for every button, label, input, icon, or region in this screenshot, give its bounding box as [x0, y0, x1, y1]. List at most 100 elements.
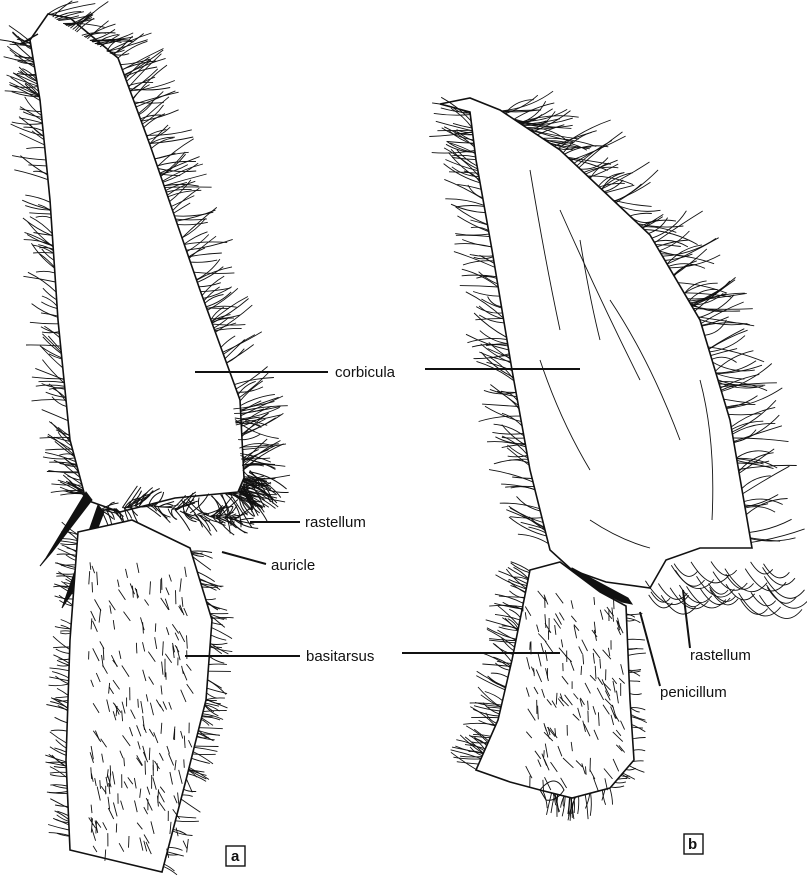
hair-stroke — [55, 717, 68, 723]
hair-stroke — [42, 410, 68, 421]
rastellum-b-bristles — [645, 562, 807, 619]
hair-stroke — [42, 332, 59, 333]
hair-stroke — [50, 772, 67, 773]
hair-stroke — [207, 693, 217, 698]
hair-stroke — [41, 302, 57, 309]
hair-stroke — [194, 272, 235, 273]
hair-stroke — [61, 541, 77, 544]
hair-stroke — [689, 293, 747, 301]
hair-stroke — [55, 805, 68, 806]
hair-stroke — [28, 165, 46, 166]
hair-stroke — [632, 727, 643, 728]
hair-stroke — [49, 684, 69, 686]
hair-stroke — [234, 378, 274, 385]
hair-stroke — [54, 767, 66, 768]
hair-stroke — [473, 292, 500, 297]
hair-stroke — [460, 756, 482, 757]
hair-stroke — [57, 688, 68, 695]
hair-stroke — [544, 750, 545, 757]
label-auricle: auricle — [271, 557, 315, 574]
hair-stroke — [462, 269, 498, 287]
hair-stroke — [30, 322, 59, 324]
hair-stroke — [743, 466, 790, 494]
hair-stroke — [43, 288, 57, 300]
hair-stroke — [627, 639, 645, 640]
hair-stroke — [460, 286, 498, 287]
hair-stroke — [20, 109, 42, 112]
hair-stroke — [498, 606, 519, 626]
hair-stroke — [175, 821, 199, 822]
hair-stroke — [60, 633, 70, 634]
hair-stroke — [449, 172, 478, 173]
hair-stroke — [193, 754, 216, 755]
hair-stroke — [50, 799, 68, 808]
hair-stroke — [759, 595, 802, 618]
hair-stroke — [184, 789, 197, 791]
hair-stroke — [23, 127, 43, 131]
hair-stroke — [32, 400, 67, 401]
hair-stroke — [145, 761, 146, 775]
hair-stroke — [710, 590, 738, 605]
hair-stroke — [52, 397, 67, 407]
hair-stroke — [57, 665, 69, 666]
hair-stroke — [496, 575, 527, 589]
hair-stroke — [489, 470, 533, 482]
hair-stroke — [26, 345, 61, 346]
hair-stroke — [581, 666, 582, 675]
hair-stroke — [470, 254, 493, 256]
label-corbicula: corbicula — [335, 364, 396, 381]
hair-stroke — [149, 748, 150, 760]
hair-stroke — [498, 571, 527, 584]
hair-stroke — [563, 796, 564, 806]
hair-stroke — [12, 156, 46, 160]
hair-stroke — [551, 794, 555, 813]
hair-stroke — [462, 275, 497, 277]
hair-stroke — [51, 730, 67, 731]
hair-stroke — [221, 336, 235, 348]
hair-stroke — [472, 742, 489, 743]
hair-stroke — [177, 816, 197, 818]
leg-a — [0, 1, 290, 875]
hair-stroke — [52, 672, 69, 678]
hair-stroke — [41, 313, 58, 316]
hair-stroke — [199, 283, 221, 287]
hair-stroke — [30, 217, 52, 234]
hair-stroke — [451, 752, 476, 769]
hair-stroke — [605, 185, 634, 193]
hair-stroke — [495, 594, 523, 603]
hair-stroke — [51, 698, 68, 709]
hair-stroke — [695, 280, 735, 311]
hair-stroke — [184, 759, 185, 767]
hair-stroke — [168, 847, 182, 850]
hair-stroke — [456, 206, 485, 207]
hair-stroke — [33, 253, 53, 254]
hair-stroke — [212, 324, 245, 325]
hair-stroke — [62, 539, 77, 541]
hair-stroke — [452, 158, 476, 160]
hair-stroke — [199, 728, 223, 729]
hair-stroke — [164, 184, 199, 186]
hair-stroke — [56, 649, 70, 654]
hair-stroke — [92, 582, 93, 592]
hair-stroke — [66, 555, 76, 561]
hair-stroke — [601, 162, 649, 189]
hair-stroke — [586, 766, 587, 774]
hair-stroke — [208, 680, 222, 689]
hair-stroke — [482, 404, 518, 406]
hair-stroke — [742, 476, 771, 489]
hair-stroke — [629, 766, 644, 773]
hair-stroke — [187, 839, 189, 852]
hair-stroke — [472, 344, 508, 347]
hair-stroke — [57, 660, 69, 665]
hair-stroke — [627, 620, 636, 621]
hair-stroke — [630, 213, 652, 216]
hair-stroke — [206, 698, 225, 700]
panel-b-letter: b — [688, 836, 697, 853]
hair-stroke — [239, 373, 268, 398]
hair-stroke — [633, 750, 645, 751]
hair-stroke — [211, 635, 226, 640]
hair-stroke — [610, 788, 613, 805]
label-penicillum: penicillum — [660, 684, 727, 701]
hair-stroke — [203, 710, 227, 711]
label-basitarsus: basitarsus — [306, 648, 374, 665]
